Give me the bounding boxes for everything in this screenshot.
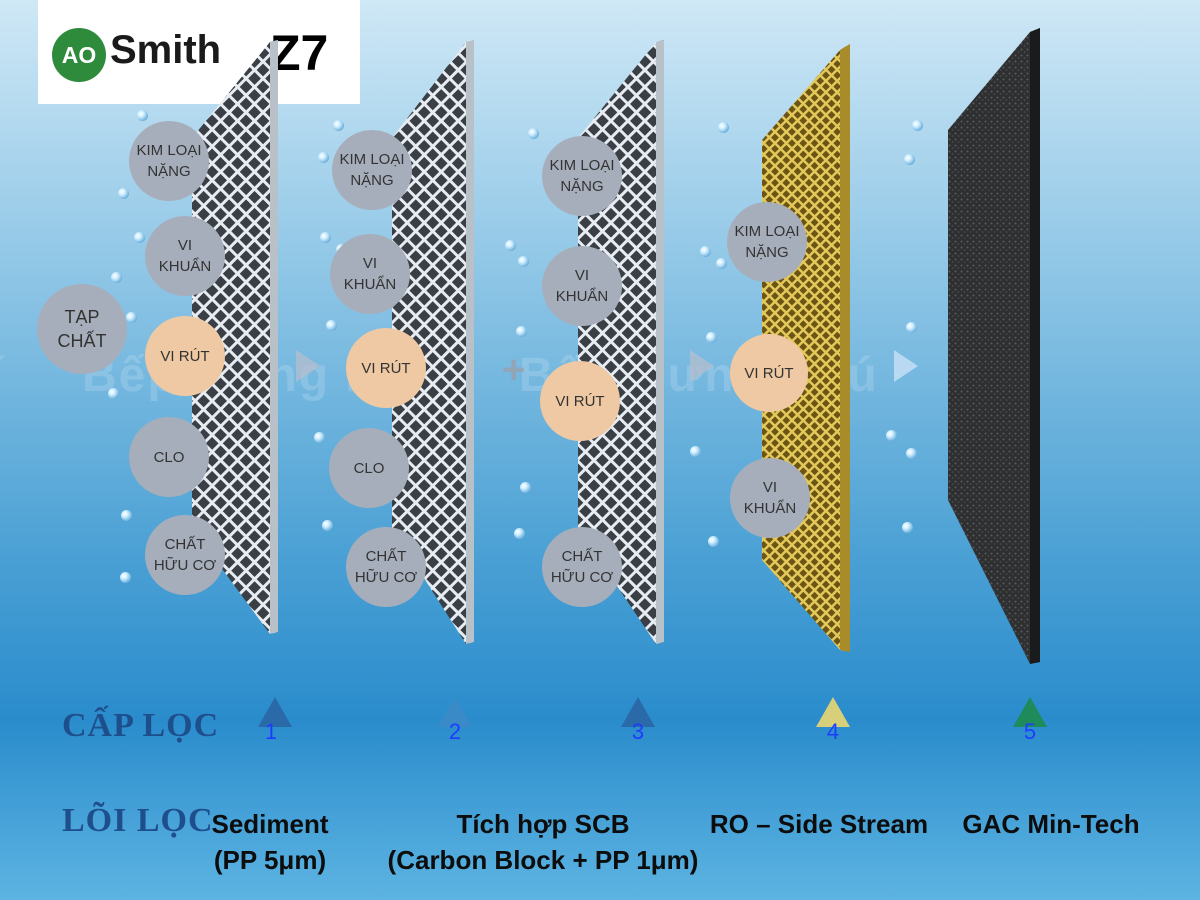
water-drop (126, 312, 137, 323)
water-drop (120, 572, 131, 583)
bubble-layer2-heavy-metal: KIM LOẠI NẶNG (332, 130, 412, 210)
water-drop (912, 120, 923, 131)
bubble-layer3-heavy-metal: KIM LOẠI NẶNG (542, 136, 622, 216)
water-drop (886, 430, 897, 441)
flow-arrow-2 (690, 350, 714, 382)
bubble-layer1-heavy-metal: KIM LOẠI NẶNG (129, 121, 209, 201)
water-drop (904, 154, 915, 165)
filter-panel-2 (392, 40, 474, 644)
water-drop (906, 448, 917, 459)
bubble-layer1-bacteria: VI KHUẨN (145, 216, 225, 296)
bubble-layer3-organic: CHẤT HỮU CƠ (542, 527, 622, 607)
core-name-ro: RO – Side Stream (709, 809, 929, 839)
water-drop (326, 320, 337, 331)
core-name-scb: Tích hợp SCB (Carbon Block + PP 1μm) (387, 809, 699, 875)
bubble-layer1-chlorine: CLO (129, 417, 209, 497)
brand-word: Smith (110, 28, 222, 72)
water-drop (314, 432, 325, 443)
flow-arrow-1 (296, 350, 320, 382)
water-drop (718, 122, 729, 133)
stage-2-number: 2 (448, 719, 462, 744)
model-name: Z7 (270, 25, 329, 81)
contaminant-bubble: TẠP CHẤT (37, 284, 127, 374)
water-drop (320, 232, 331, 243)
filter-panel-2-edge (466, 40, 474, 644)
water-drop (121, 510, 132, 521)
brand-mark: AO (52, 28, 106, 82)
bubble-layer1-virus: VI RÚT (145, 316, 225, 396)
stage-2-marker (438, 697, 472, 727)
filter-panel-1-edge (270, 40, 278, 634)
stage-4-marker (816, 697, 850, 727)
filter-panel-5-edge (1030, 28, 1040, 664)
water-drop (690, 446, 701, 457)
water-drop (322, 520, 333, 531)
brand-logo: AO Smith Z7 (38, 0, 360, 104)
bubble-layer2-organic: CHẤT HỮU CƠ (346, 527, 426, 607)
filter-panel-3-edge (656, 40, 664, 644)
bubble-layer4-heavy-metal: KIM LOẠI NẶNG (727, 202, 807, 282)
water-drop (518, 256, 529, 267)
bubble-layer3-bacteria: VI KHUẨN (542, 246, 622, 326)
bubble-layer4-virus: VI RÚT (730, 334, 808, 412)
water-drop (514, 528, 525, 539)
filter-panel-5 (948, 28, 1040, 664)
water-drop (318, 152, 329, 163)
stage-5-number: 5 (1023, 719, 1037, 744)
stage-3-marker (621, 697, 655, 727)
water-drop (902, 522, 913, 533)
stage-row-label: CẤP LỌC (62, 707, 220, 744)
filter-panel-4-edge (840, 44, 850, 652)
water-drop (505, 240, 516, 251)
water-drop (108, 388, 119, 399)
water-drop (333, 120, 344, 131)
bubble-layer2-bacteria: VI KHUẨN (330, 234, 410, 314)
stage-4-number: 4 (826, 719, 840, 744)
water-drop (111, 272, 122, 283)
bubble-layer1-organic: CHẤT HỮU CƠ (145, 515, 225, 595)
water-drop (716, 258, 727, 269)
bubble-layer2-chlorine: CLO (329, 428, 409, 508)
water-drop (118, 188, 129, 199)
stage-1-marker (258, 697, 292, 727)
water-drop (700, 246, 711, 257)
water-drop (134, 232, 145, 243)
core-row-label: LÕI LỌC (62, 802, 214, 839)
core-name-gac: GAC Min-Tech (962, 809, 1140, 839)
water-drop (516, 326, 527, 337)
water-drop (528, 128, 539, 139)
plus-icon: + (502, 348, 526, 392)
water-drop (906, 322, 917, 333)
water-drop (708, 536, 719, 547)
flow-arrow-3 (894, 350, 918, 382)
bubble-layer3-virus: VI RÚT (540, 361, 620, 441)
water-drop (137, 110, 148, 121)
stage-5-marker (1013, 697, 1047, 727)
core-name-sediment: Sediment (PP 5μm) (211, 809, 329, 875)
water-drop (520, 482, 531, 493)
water-drop (706, 332, 717, 343)
stage-3-number: 3 (631, 719, 645, 744)
filter-panel-1 (192, 40, 278, 634)
bubble-layer2-virus: VI RÚT (346, 328, 426, 408)
stage-1-number: 1 (264, 719, 278, 744)
bubble-layer4-bacteria: VI KHUẨN (730, 458, 810, 538)
